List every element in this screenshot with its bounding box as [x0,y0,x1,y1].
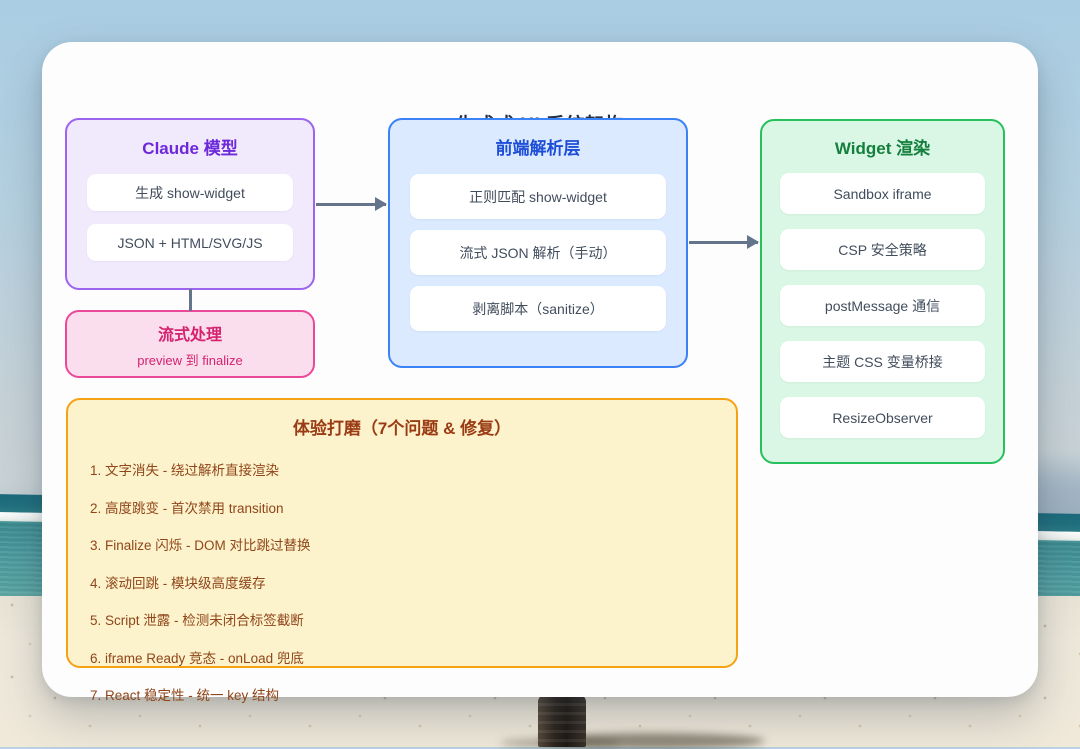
list-item: 4. 滚动回跳 - 模块级高度缓存 [90,575,266,591]
chip-regex-match: 正则匹配 show-widget [410,174,666,219]
arrow-right-parser-to-widget-icon [689,235,759,250]
node-polish-title: 体验打磨（7个问题 & 修复） [292,419,512,438]
node-claude-title: Claude 模型 [142,139,238,158]
node-parser-title: 前端解析层 [495,139,581,158]
node-claude-model: Claude 模型 生成 show-widget JSON + HTML/SVG… [65,118,315,290]
chip-resize-observer: ResizeObserver [780,397,985,438]
chip-generate-show-widget: 生成 show-widget [87,174,293,211]
list-item: 3. Finalize 闪烁 - DOM 对比跳过替换 [90,538,311,553]
chip-postmessage: postMessage 通信 [780,285,985,326]
chip-stream-json-parse: 流式 JSON 解析（手动） [410,230,666,275]
node-experience-polish: 体验打磨（7个问题 & 修复） 1. 文字消失 - 绕过解析直接渲染 2. 高度… [66,398,738,703]
chip-theme-css-bridge: 主题 CSS 变量桥接 [780,341,985,382]
node-stream-processing: 流式处理 preview 到 finalize [65,310,315,378]
palm-tree-shadow [540,733,765,749]
list-item: 2. 高度跳变 - 首次禁用 transition [90,500,284,516]
connector-claude-to-stream [189,289,192,311]
list-item: 1. 文字消失 - 绕过解析直接渲染 [90,463,280,478]
list-item: 6. iframe Ready 竞态 - onLoad 兜底 [90,650,304,666]
arrow-right-claude-to-parser-icon [316,197,387,212]
node-frontend-parser: 前端解析层 正则匹配 show-widget 流式 JSON 解析（手动） 剥离… [388,118,688,368]
palm-tree-trunk [538,694,586,747]
chip-strip-script: 剥离脚本（sanitize） [410,286,666,331]
list-item: 7. React 稳定性 - 统一 key 结构 [90,688,280,703]
chip-csp-policy: CSP 安全策略 [780,229,985,270]
node-widget-render: Widget 渲染 Sandbox iframe CSP 安全策略 postMe… [760,119,1005,464]
chip-json-html-svg-js: JSON + HTML/SVG/JS [87,224,293,261]
node-stream-subtitle: preview 到 finalize [137,353,243,368]
node-widget-title: Widget 渲染 [834,139,931,158]
list-item: 5. Script 泄露 - 检测未闭合标签截断 [90,613,304,628]
architecture-diagram-card: 生成式 UI 系统架构 Claude 模型 生成 show-widget JSO… [42,42,1038,703]
chip-sandbox-iframe: Sandbox iframe [780,173,985,214]
node-stream-title: 流式处理 [157,327,222,344]
polish-issue-list: 1. 文字消失 - 绕过解析直接渲染 2. 高度跳变 - 首次禁用 transi… [90,459,714,704]
